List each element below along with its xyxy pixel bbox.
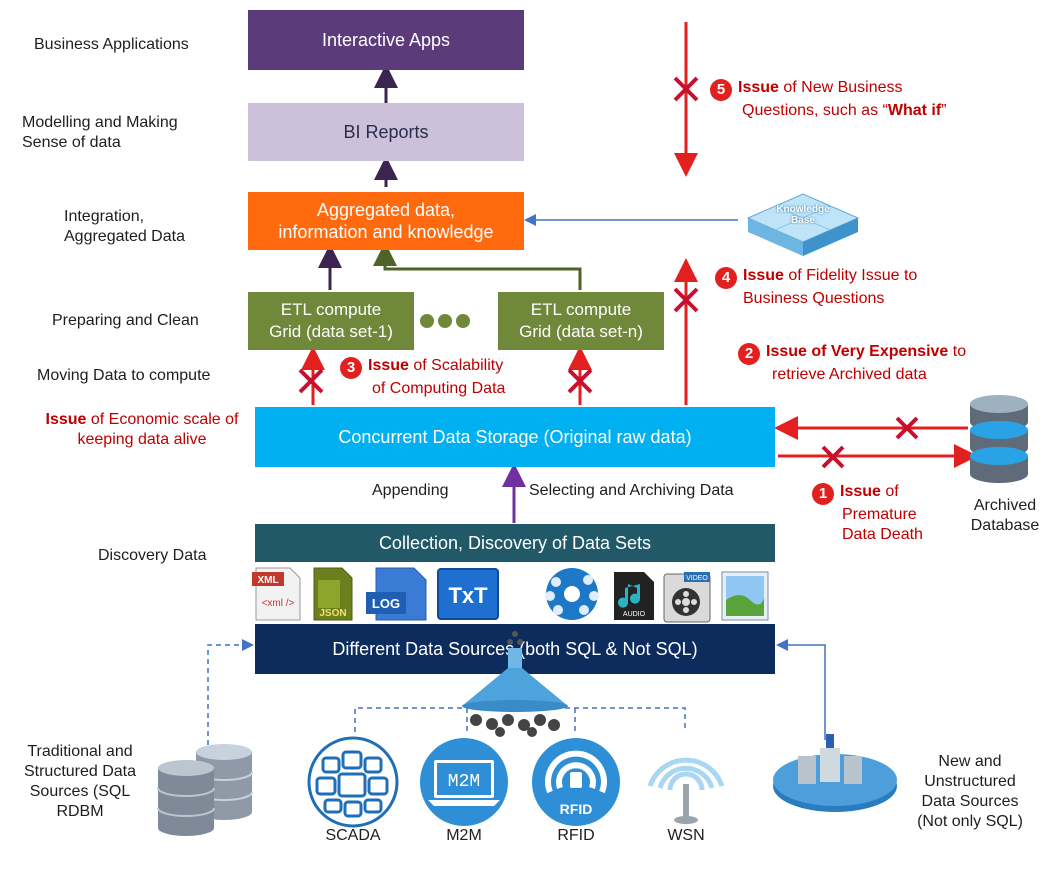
label-appending: Appending: [372, 482, 449, 499]
xml-file-icon: XML <xml />: [250, 566, 304, 622]
svg-text:VIDEO: VIDEO: [686, 575, 708, 582]
label-traditional: Traditional and Structured Data Sources …: [23, 743, 137, 820]
web-globe-icon: [536, 566, 608, 622]
label-scada: SCADA: [325, 827, 381, 844]
svg-text:RFID: RFID: [560, 801, 593, 817]
issue-economic: Issue of Economic scale of keeping data …: [45, 411, 239, 448]
svg-text:M2M: M2M: [448, 772, 480, 792]
label-archived-database: Archived Database: [970, 497, 1040, 534]
wsn-icon: [636, 736, 736, 828]
box-interactive-apps: Interactive Apps: [248, 10, 524, 70]
box-concurrent-storage: Concurrent Data Storage (Original raw da…: [255, 407, 775, 467]
label-moving: Moving Data to compute: [37, 367, 211, 384]
label-modelling: Modelling and Making Sense of data: [22, 114, 178, 151]
scada-icon: [303, 736, 403, 828]
x-mark-expensive: [895, 416, 919, 440]
ellipsis-dot: [456, 314, 470, 328]
label-integration: Integration, Aggregated Data: [64, 208, 185, 245]
m2m-icon: M2M: [414, 736, 514, 828]
new-sources-platform-icon: [770, 726, 900, 816]
svg-text:AUDIO: AUDIO: [623, 611, 646, 618]
ellipsis-dot: [438, 314, 452, 328]
label-business-apps: Business Applications: [34, 36, 189, 53]
knowledge-base-icon: Knowledge Base: [738, 188, 868, 258]
svg-text:<xml />: <xml />: [262, 598, 295, 609]
label-discovery: Discovery Data: [98, 547, 207, 564]
funnel-icon: [440, 628, 590, 738]
x-mark-premature: [821, 445, 845, 469]
box-etl-n: ETL compute Grid (data set-n): [498, 292, 664, 350]
arrow-traditional-to-sources: [207, 639, 254, 745]
arrow-new-to-sources: [776, 639, 826, 740]
label-wsn: WSN: [667, 827, 705, 844]
box-etl-1: ETL compute Grid (data set-1): [248, 292, 414, 350]
svg-text:TxT: TxT: [448, 583, 488, 608]
box-bi-reports: BI Reports: [248, 103, 524, 161]
box-collection: Collection, Discovery of Data Sets: [255, 524, 775, 562]
audio-file-icon: AUDIO: [612, 570, 656, 622]
x-mark-fidelity: [673, 287, 699, 313]
box-aggregated: Aggregated data, information and knowled…: [248, 192, 524, 250]
x-mark-new-questions: [673, 76, 699, 102]
ellipsis-dot: [420, 314, 434, 328]
json-file-icon: JSON: [310, 566, 356, 622]
label-rfid: RFID: [557, 827, 595, 844]
label-m2m: M2M: [446, 827, 482, 844]
svg-text:LOG: LOG: [372, 596, 400, 611]
txt-file-icon: TxT: [437, 568, 499, 620]
svg-text:JSON: JSON: [319, 608, 346, 619]
video-file-icon: VIDEO: [662, 570, 714, 624]
x-mark-etln: [567, 368, 593, 394]
label-selecting: Selecting and Archiving Data: [529, 482, 734, 499]
label-new-sources: New and Unstructured Data Sources (Not o…: [917, 753, 1023, 830]
log-file-icon: LOG: [362, 566, 432, 622]
x-mark-etl1: [298, 368, 324, 394]
svg-text:XML: XML: [257, 575, 278, 586]
label-preparing: Preparing and Clean: [52, 312, 199, 329]
archived-database-icon: [966, 392, 1032, 488]
image-file-icon: [720, 570, 770, 622]
traditional-database-icon: [154, 742, 264, 842]
rfid-icon: RFID: [526, 736, 626, 828]
arrow-etln-to-aggregated: [373, 242, 582, 290]
